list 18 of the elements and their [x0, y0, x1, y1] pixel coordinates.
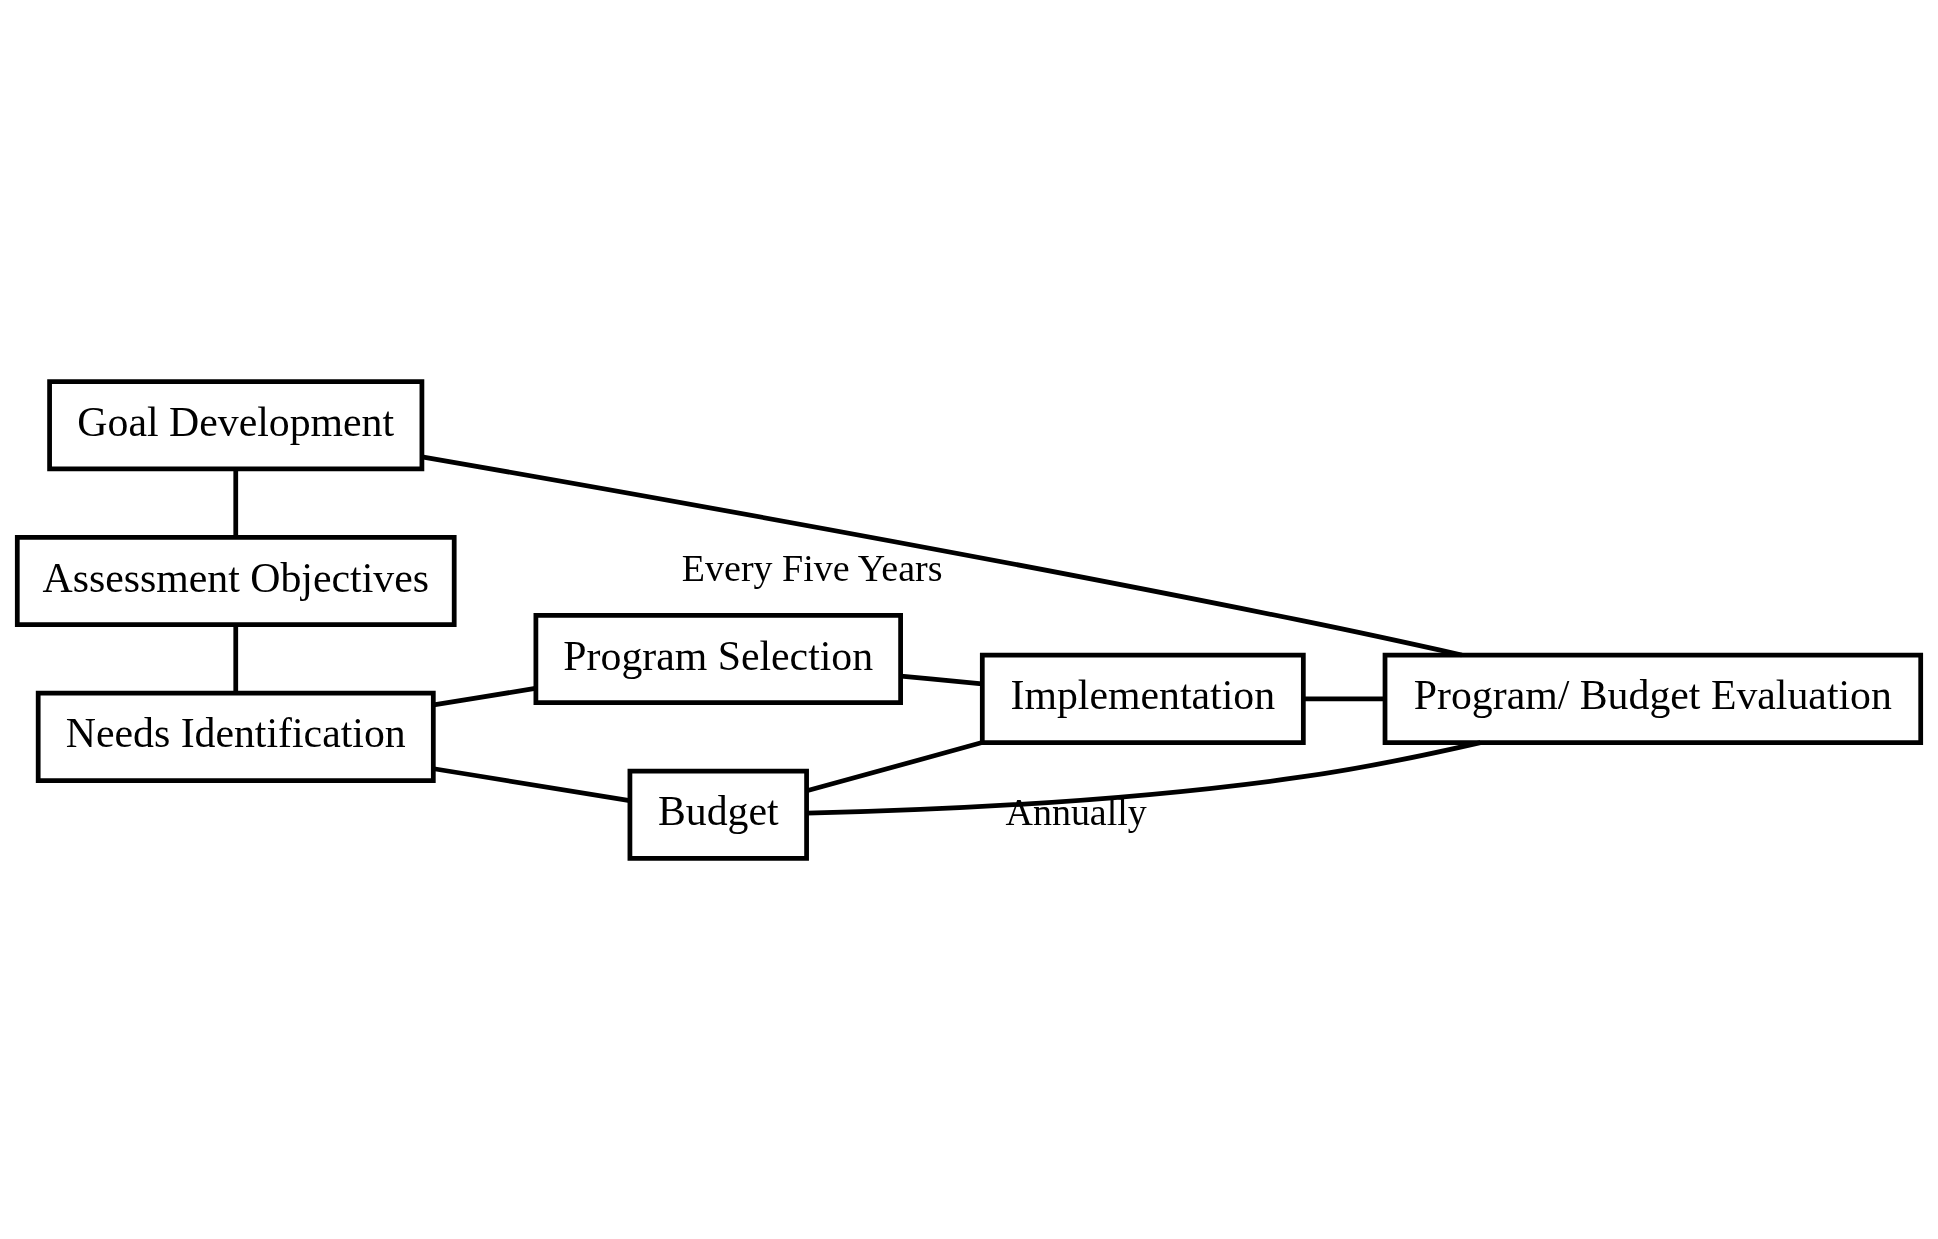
connector: [433, 685, 536, 707]
connector: [433, 765, 631, 803]
connector: [233, 624, 239, 693]
node-box: Program/ Budget Evaluation: [1382, 652, 1924, 745]
connector: [1303, 695, 1385, 701]
connector: [806, 739, 983, 793]
node-box: Goal Development: [47, 378, 425, 471]
node-box: Program Selection: [533, 612, 903, 705]
edge-label: Annually: [1005, 790, 1147, 833]
connector: [233, 468, 239, 537]
node-box: Assessment Objectives: [14, 534, 457, 627]
edge-label: Every Five Years: [681, 546, 943, 589]
connector: [421, 454, 1463, 657]
connector: [806, 739, 1481, 816]
node-box: Budget: [627, 768, 809, 861]
connector: [900, 673, 983, 686]
node-box: Needs Identification: [35, 690, 436, 783]
node-box: Implementation: [979, 652, 1306, 745]
